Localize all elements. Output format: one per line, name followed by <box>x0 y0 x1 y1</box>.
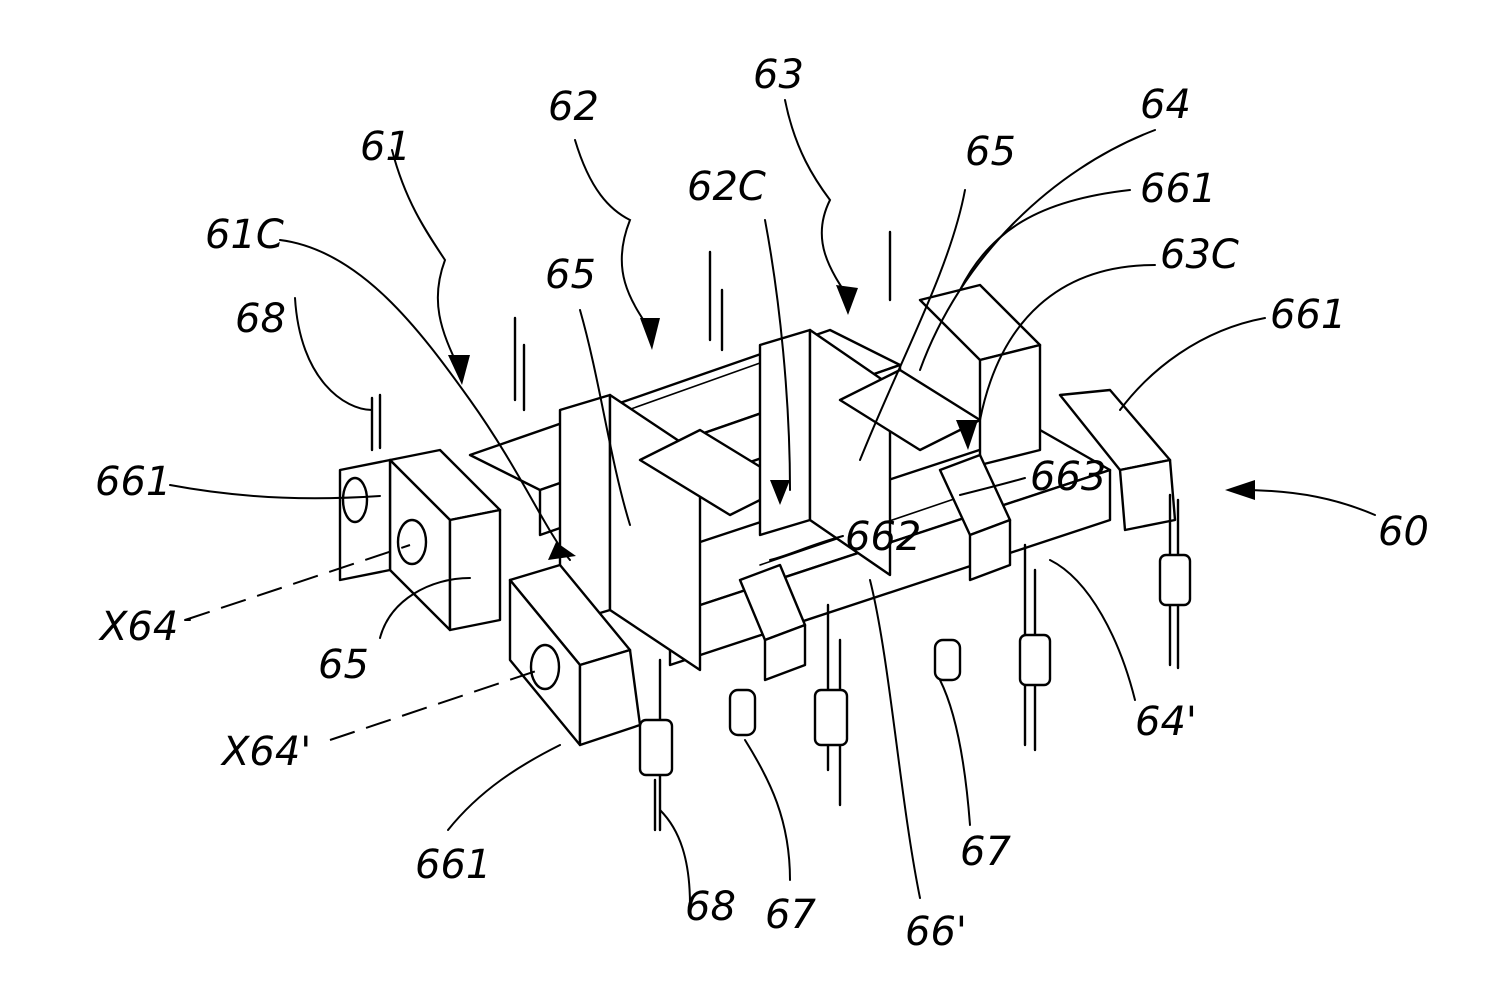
label-661-right: 661 <box>1270 292 1346 338</box>
label-68-top: 68 <box>235 296 286 342</box>
label-62C: 62C <box>687 164 766 210</box>
label-65-mid: 65 <box>545 252 596 298</box>
label-X64-prime: X64' <box>220 729 311 775</box>
label-663: 663 <box>1030 454 1106 500</box>
label-65-left: 65 <box>318 642 369 688</box>
label-661-left: 661 <box>95 459 171 505</box>
label-662: 662 <box>845 514 921 560</box>
label-661-top: 661 <box>1140 166 1216 212</box>
label-X64: X64 <box>98 604 178 650</box>
label-63C: 63C <box>1160 232 1239 278</box>
label-66-prime: 66' <box>905 909 967 955</box>
label-64: 64 <box>1140 82 1191 128</box>
label-65-top: 65 <box>965 129 1016 175</box>
label-61C: 61C <box>205 212 284 258</box>
label-61: 61 <box>360 124 411 170</box>
label-60: 60 <box>1378 509 1429 555</box>
label-661-bottom: 661 <box>415 842 491 888</box>
label-67-a: 67 <box>765 892 816 938</box>
axis-x64 <box>185 545 410 620</box>
label-63: 63 <box>753 52 804 98</box>
label-67-b: 67 <box>960 829 1011 875</box>
label-64-prime: 64' <box>1135 699 1197 745</box>
label-68-bottom: 68 <box>685 884 736 930</box>
label-62: 62 <box>548 84 599 130</box>
left-rear-flange <box>340 450 500 630</box>
